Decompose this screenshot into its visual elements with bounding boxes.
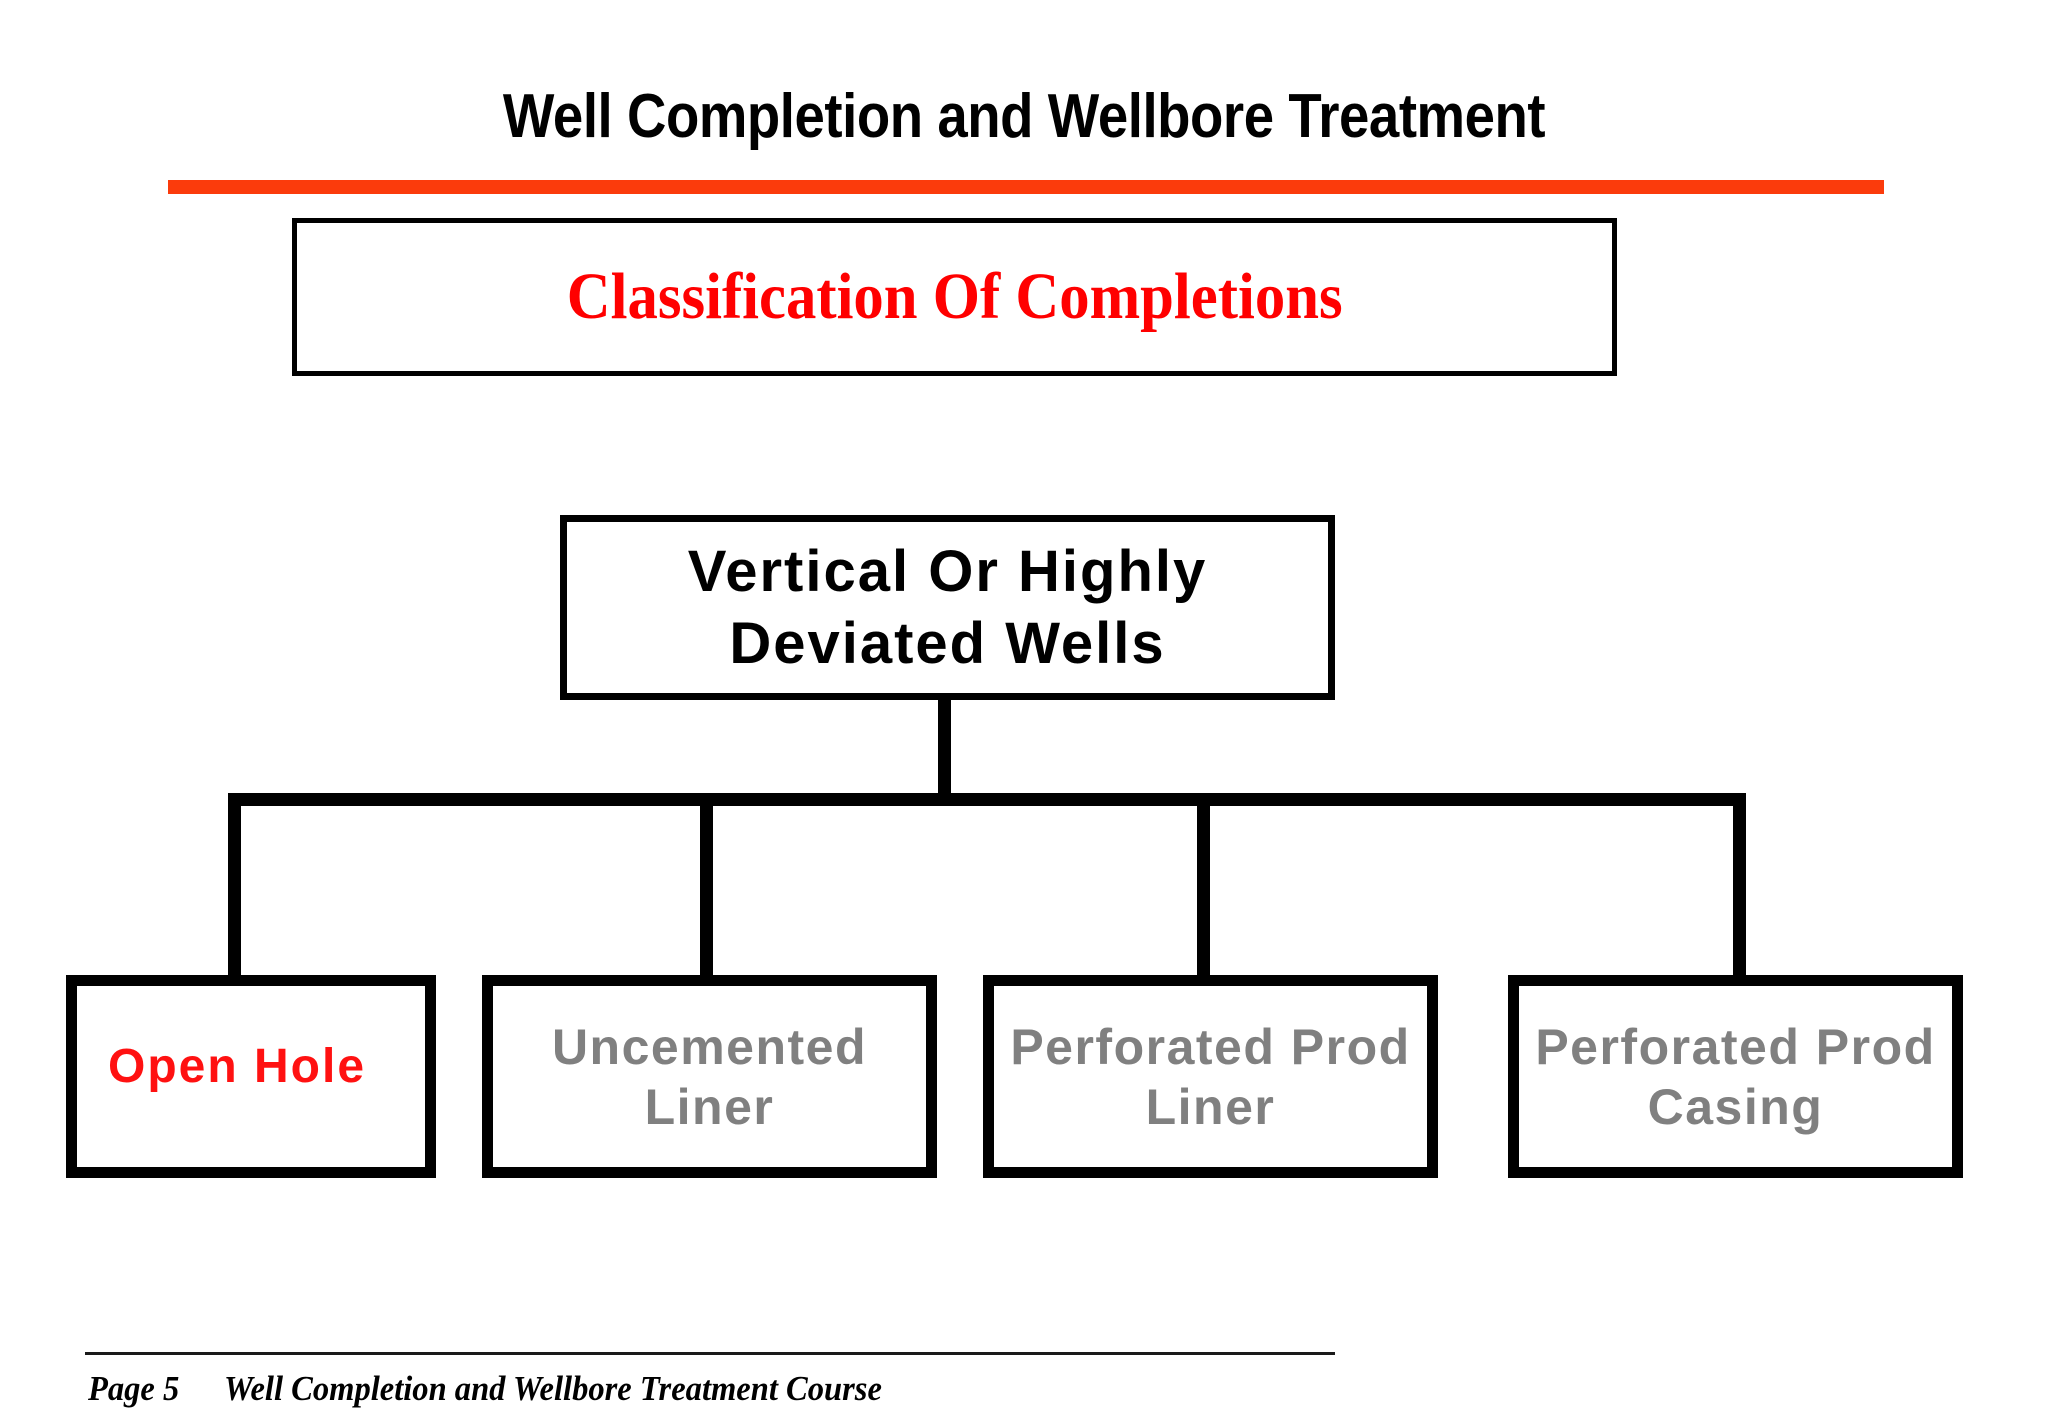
connector-drop-3 xyxy=(1197,793,1210,979)
tree-leaf-label-line2: Liner xyxy=(1145,1078,1276,1135)
tree-leaf-label-line1: Perforated Prod xyxy=(1535,1018,1936,1075)
connector-root-stem xyxy=(938,700,951,800)
tree-leaf-label-line1: Perforated Prod xyxy=(1010,1018,1411,1075)
tree-leaf-perforated-prod-liner: Perforated Prod Liner xyxy=(983,975,1438,1178)
connector-horizontal-bus xyxy=(228,793,1746,806)
tree-leaf-perforated-prod-casing: Perforated Prod Casing xyxy=(1508,975,1963,1178)
page-title: Well Completion and Wellbore Treatment xyxy=(502,82,1546,151)
connector-drop-4 xyxy=(1733,793,1746,979)
footer-course-title: Well Completion and Wellbore Treatment C… xyxy=(223,1369,882,1408)
tree-leaf-open-hole: Open Hole xyxy=(66,975,436,1178)
classification-header-label: Classification Of Completions xyxy=(566,260,1343,333)
tree-leaf-label-line1: Open Hole xyxy=(107,1039,367,1093)
footer-page-number: Page 5 xyxy=(88,1369,180,1408)
footer: Page 5 Well Completion and Wellbore Trea… xyxy=(88,1368,882,1410)
tree-leaf-label-line2: Liner xyxy=(644,1078,775,1135)
tree-leaf-label-line1: Uncemented xyxy=(551,1018,868,1075)
tree-leaf-label-line2: Casing xyxy=(1647,1078,1824,1135)
connector-drop-2 xyxy=(700,793,713,979)
tree-root-node: Vertical Or Highly Deviated Wells xyxy=(560,515,1335,700)
classification-header-box: Classification Of Completions xyxy=(292,218,1617,376)
tree-leaf-uncemented-liner: Uncemented Liner xyxy=(482,975,937,1178)
tree-root-label-line1: Vertical Or Highly xyxy=(687,538,1208,604)
footer-divider xyxy=(85,1352,1335,1355)
connector-drop-1 xyxy=(228,793,241,979)
title-accent-rule xyxy=(168,180,1884,194)
tree-root-label-line2: Deviated Wells xyxy=(729,610,1166,676)
